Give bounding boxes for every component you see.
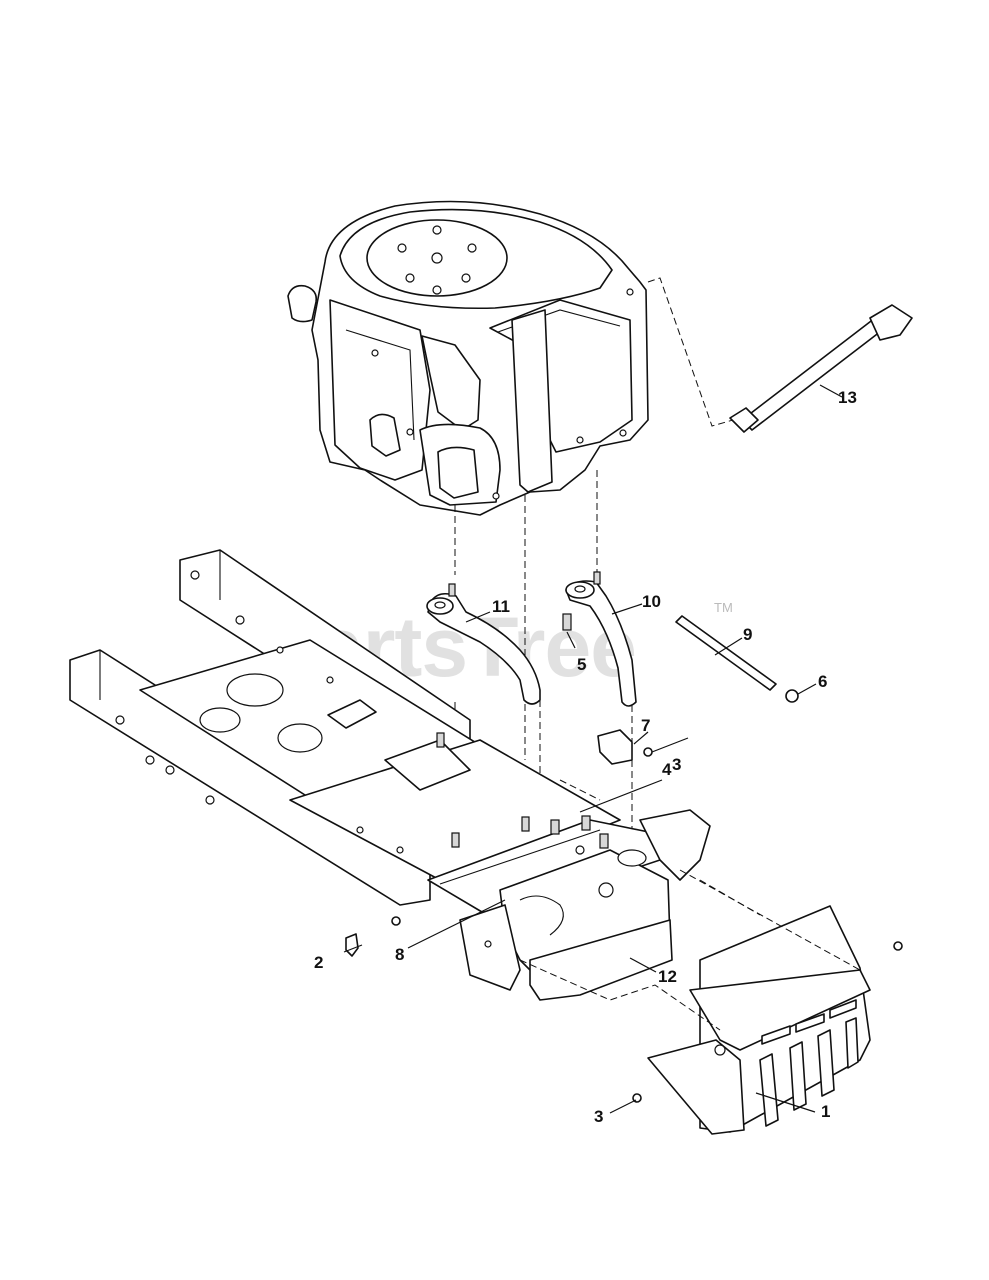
stud-lower — [451, 832, 460, 848]
callout-4: 4 — [662, 760, 672, 779]
callout-13: 13 — [838, 388, 857, 407]
callout-9: 9 — [743, 625, 752, 644]
callout-8: 8 — [395, 945, 404, 964]
part-13-fuel-line — [729, 304, 913, 433]
callout-7: 7 — [641, 716, 650, 735]
callout-1: 1 — [821, 1102, 830, 1121]
part-11-exhaust-pipe — [426, 583, 541, 705]
bolt-a — [550, 819, 560, 835]
engine — [287, 200, 649, 516]
stud-left — [436, 732, 445, 748]
bolt-b — [581, 815, 591, 831]
watermark-trademark: TM — [714, 600, 733, 615]
part-10-exhaust-pipe — [565, 571, 637, 707]
stud-center — [521, 816, 530, 832]
bolt-c — [599, 833, 609, 849]
callout-2: 2 — [314, 953, 323, 972]
part-5-bolt — [562, 613, 572, 631]
callout-3-bottom: 3 — [594, 1107, 603, 1126]
callout-6: 6 — [818, 672, 827, 691]
shield-screw — [893, 941, 903, 951]
part-1-muffler-guard — [647, 905, 871, 1135]
callout-5: 5 — [577, 655, 586, 674]
part-7-clip — [597, 729, 633, 765]
hose-guide-line — [647, 277, 741, 427]
callout-11: 11 — [492, 597, 510, 616]
part-6-nut — [785, 689, 799, 703]
part-9-rod — [675, 615, 777, 691]
part-8-screw — [391, 916, 401, 926]
part-3-screw-top — [643, 747, 653, 757]
callout-12: 12 — [658, 967, 677, 986]
part-2-bolt — [345, 933, 359, 957]
callout-10: 10 — [642, 592, 661, 611]
callout-3-top: 3 — [672, 755, 681, 774]
part-12-muffler — [459, 809, 711, 1001]
